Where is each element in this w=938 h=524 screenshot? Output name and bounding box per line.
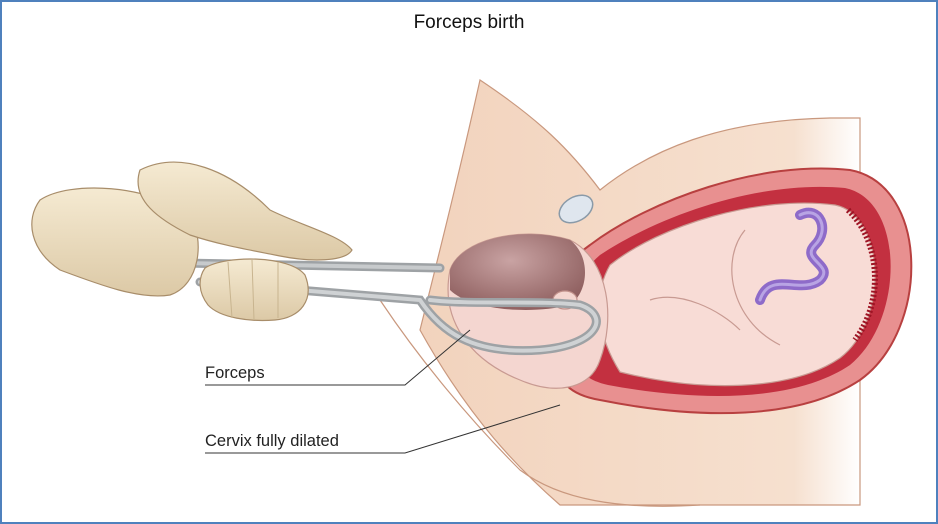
leader-lines <box>205 329 561 454</box>
label-forceps: Forceps <box>205 364 265 382</box>
uterus <box>542 167 913 415</box>
figure-title: Forceps birth <box>413 12 525 33</box>
label-cervix-fully-dilated: Cervix fully dilated <box>205 432 339 450</box>
gloved-hands <box>31 161 353 322</box>
